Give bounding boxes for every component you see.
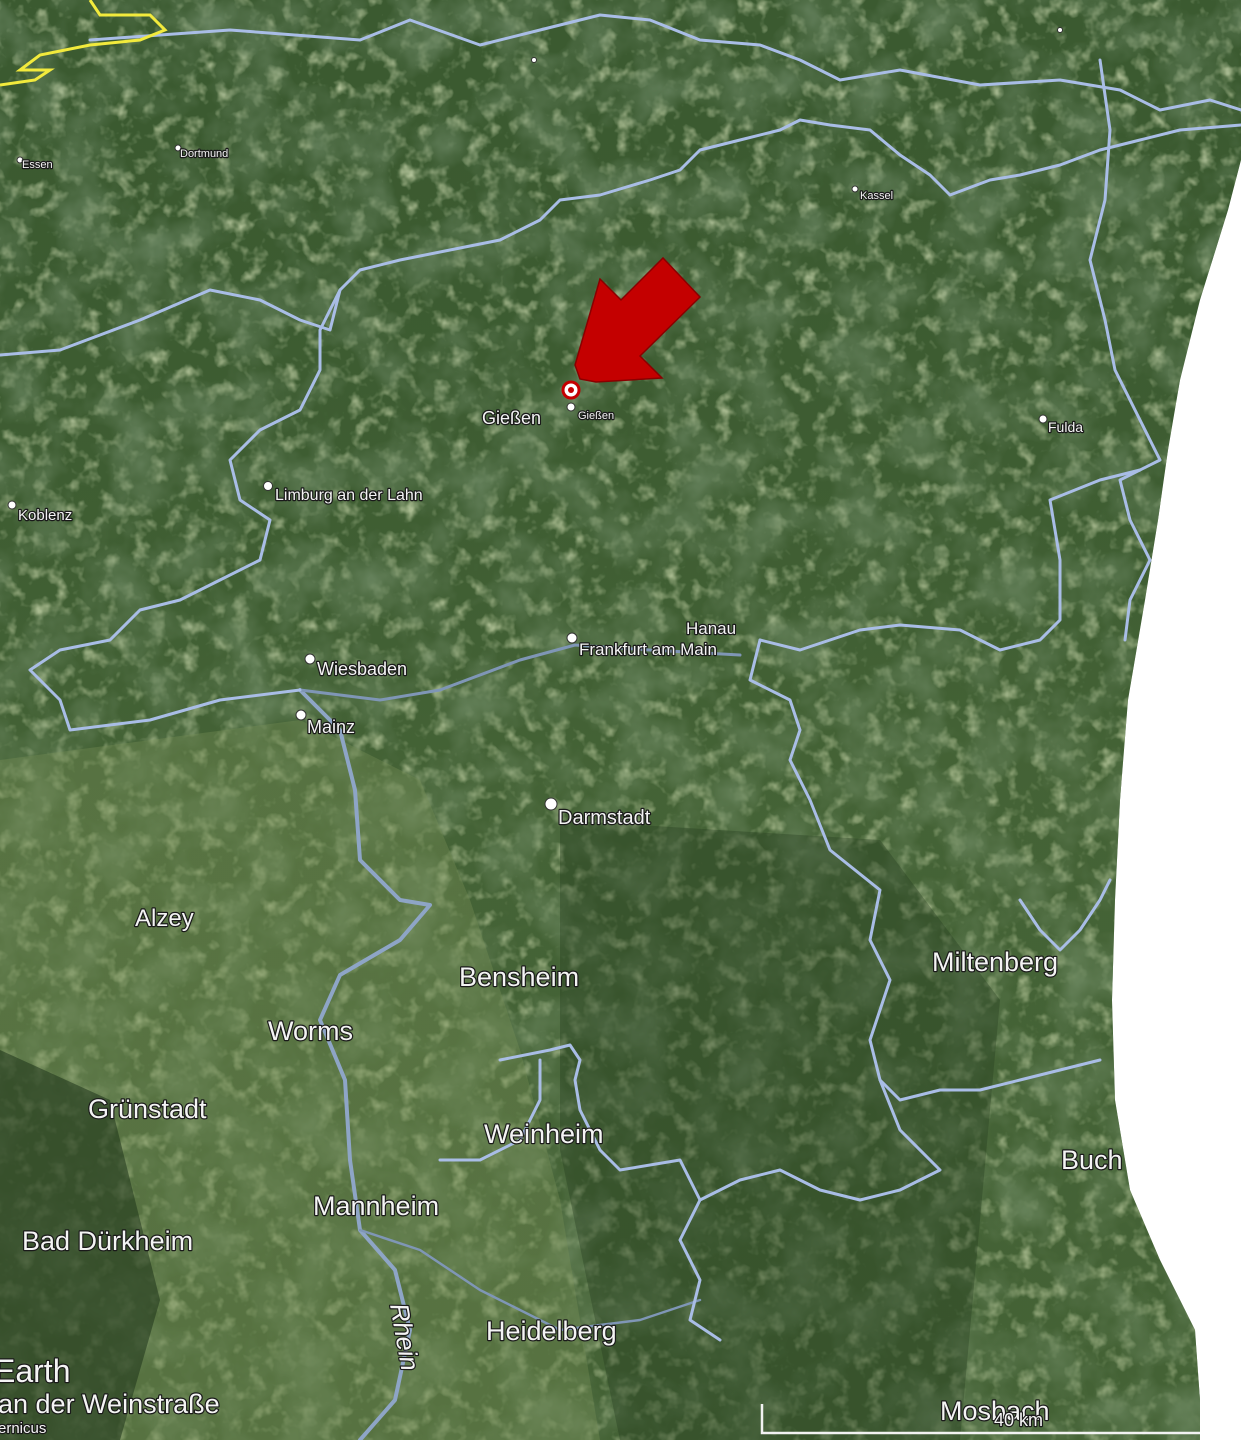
scale-label: 40 km bbox=[994, 1410, 1043, 1430]
city-dot-icon bbox=[1057, 27, 1063, 33]
city-dot-icon bbox=[295, 709, 307, 721]
place-labels: Essen Dortmund Kassel Gießen Gießen Fuld… bbox=[17, 147, 1124, 1427]
state-borders bbox=[0, 13, 1241, 1342]
label-mainz: Mainz bbox=[307, 717, 355, 737]
label-bensheim: Bensheim bbox=[459, 962, 579, 992]
city-dot-icon bbox=[1038, 414, 1048, 424]
watermark: Earth an der Weinstraße ernicus bbox=[0, 1352, 221, 1438]
label-heidelberg: Heidelberg bbox=[486, 1316, 617, 1346]
label-kassel: Kassel bbox=[860, 190, 893, 202]
label-alzey: Alzey bbox=[135, 905, 194, 932]
label-koblenz: Koblenz bbox=[18, 507, 72, 524]
label-mosbach: Mosbach bbox=[940, 1396, 1050, 1426]
label-bad-duerkheim: Bad Dürkheim bbox=[22, 1226, 193, 1256]
main-river bbox=[298, 643, 742, 702]
city-dot-icon bbox=[566, 402, 576, 412]
label-miltenberg: Miltenberg bbox=[932, 947, 1058, 977]
city-dot-icon bbox=[851, 185, 859, 193]
label-giessen-small: Gießen bbox=[578, 410, 614, 422]
location-pin-icon[interactable] bbox=[561, 380, 581, 400]
label-hanau: Hanau bbox=[686, 619, 736, 638]
label-limburg: Limburg an der Lahn bbox=[275, 487, 423, 504]
label-dortmund: Dortmund bbox=[180, 148, 228, 160]
scale-bar: 40 km bbox=[760, 1404, 1200, 1435]
label-mannheim: Mannheim bbox=[313, 1191, 439, 1221]
rhine-river bbox=[298, 688, 432, 1440]
river-network bbox=[298, 643, 742, 1440]
city-dot-icon bbox=[531, 57, 537, 63]
city-dot-icon bbox=[304, 653, 316, 665]
city-dot-icon bbox=[263, 481, 273, 491]
label-gruenstadt: Grünstadt bbox=[88, 1094, 207, 1124]
city-dot-icon bbox=[16, 156, 24, 164]
label-darmstadt: Darmstadt bbox=[558, 807, 651, 829]
label-worms: Worms bbox=[268, 1016, 353, 1046]
national-border bbox=[0, 0, 168, 87]
label-weinheim: Weinheim bbox=[484, 1119, 604, 1149]
label-fulda: Fulda bbox=[1048, 419, 1083, 435]
label-giessen-bold: Gießen bbox=[482, 408, 541, 428]
label-frankfurt: Frankfurt am Main bbox=[579, 640, 717, 659]
red-arrow-icon bbox=[574, 256, 702, 383]
watermark-copernicus: ernicus bbox=[0, 1420, 46, 1437]
label-wiesbaden: Wiesbaden bbox=[317, 659, 407, 679]
city-dots bbox=[7, 27, 1063, 811]
neckar-river bbox=[358, 1228, 702, 1332]
city-dot-icon bbox=[174, 144, 182, 152]
watermark-earth: Earth bbox=[0, 1353, 70, 1389]
city-dot-icon bbox=[544, 797, 558, 811]
city-dot-icon bbox=[566, 632, 578, 644]
label-buchen: Buch bbox=[1061, 1145, 1123, 1175]
label-essen: Essen bbox=[22, 159, 53, 171]
city-dot-icon bbox=[7, 500, 17, 510]
watermark-weinstrasse: an der Weinstraße bbox=[0, 1389, 220, 1419]
